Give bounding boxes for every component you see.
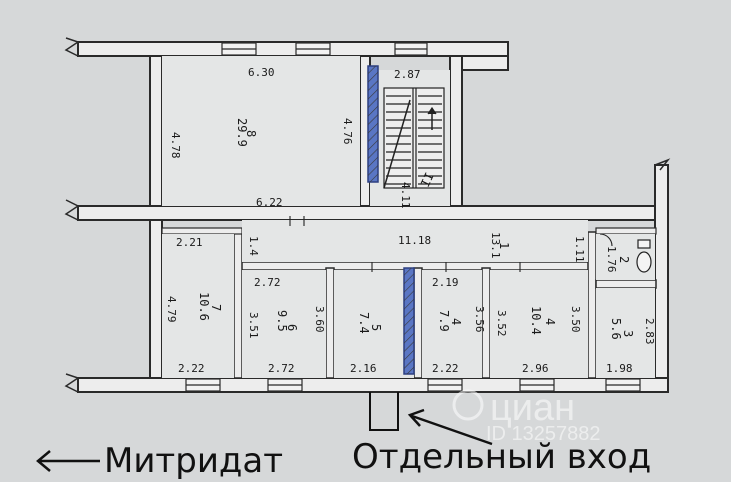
- room-5-labels: 5 7.4 2.16: [350, 312, 383, 375]
- room-4a-bottom: 2.22: [432, 362, 459, 375]
- room-4a-labels: 2.19 2.22 3.56 4 7.9: [432, 276, 486, 375]
- room-7-area: 10.6: [197, 292, 211, 321]
- room-3-bottom: 1.98: [606, 362, 633, 375]
- entrance-door: [369, 392, 399, 431]
- room-4a-right: 3.56: [473, 306, 486, 333]
- big-room-depth-right: 4.76: [341, 118, 354, 145]
- watermark-brand: циан: [490, 387, 575, 429]
- big-room-width: 6.30: [248, 66, 275, 79]
- room-6-number: 6: [285, 324, 299, 331]
- room-4b-number: 4: [543, 318, 557, 325]
- corridor-number: 1: [497, 242, 511, 249]
- stair-label: 4.11: [399, 182, 412, 209]
- room-2-area: 1.76: [605, 246, 618, 273]
- room-3-area: 5.6: [609, 318, 623, 340]
- big-room-area: 29.9: [235, 118, 249, 147]
- room-6-labels: 2.72 2.72 3.51 3.60 6 9.5: [247, 276, 326, 375]
- stair-labels: 2.87 4.11 II: [394, 68, 437, 209]
- room-7-labels: 2.21 2.22 4.79 7 10.6: [165, 236, 223, 375]
- street-arrow: [36, 450, 100, 472]
- room-4b-left: 3.52: [495, 310, 508, 337]
- room-4a-top: 2.19: [432, 276, 459, 289]
- street-caption: Митридат: [104, 441, 284, 481]
- room-4a-area: 7.9: [437, 310, 451, 332]
- room-2-number: 2: [617, 256, 631, 263]
- room-7-top: 2.21: [176, 236, 203, 249]
- new-partitions: [367, 65, 415, 375]
- corridor-area: 13.1: [489, 232, 502, 259]
- room-7-number: 7: [209, 304, 223, 311]
- corridor-length: 11.18: [398, 234, 431, 247]
- watermark-id: ID 13257882: [486, 423, 601, 445]
- big-room-number: 8: [244, 130, 258, 137]
- room-6-right: 3.60: [313, 306, 326, 333]
- room-4b-area: 10.4: [529, 306, 543, 335]
- room-3-labels: 1.98 2.83 3 5.6: [606, 318, 656, 375]
- corridor-left-width: 1.4: [247, 236, 260, 256]
- room-3-number: 3: [621, 330, 635, 337]
- room-4b-bottom: 2.96: [522, 362, 549, 375]
- big-room-bottom-width: 6.22: [256, 196, 283, 209]
- windows: [185, 42, 641, 392]
- corridor-labels: 11.18 1 13.1 1.4 1.11: [247, 232, 586, 263]
- big-room-depth-left: 4.78: [169, 132, 182, 159]
- stair-width: 2.87: [394, 68, 421, 81]
- room-5-bottom: 2.16: [350, 362, 377, 375]
- room-2-labels: 2 1.76: [605, 246, 631, 273]
- room-3-side: 2.83: [643, 318, 656, 345]
- room-6-left: 3.51: [247, 312, 260, 339]
- room-6-area: 9.5: [275, 310, 289, 332]
- toilet-icon: [636, 239, 652, 273]
- room-5-area: 7.4: [357, 312, 371, 334]
- room-4b-right: 3.50: [569, 306, 582, 333]
- room-5-number: 5: [369, 324, 383, 331]
- entrance-caption: Отдельный вход: [352, 437, 652, 477]
- room-4a-number: 4: [449, 318, 463, 325]
- corridor-right-width: 1.11: [573, 236, 586, 263]
- doors: [289, 216, 613, 272]
- entrance-arrow: [407, 408, 493, 446]
- room-6-top: 2.72: [254, 276, 281, 289]
- room-6-bottom: 2.72: [268, 362, 295, 375]
- stair-number: II: [418, 170, 437, 189]
- staircase: [383, 87, 445, 189]
- watermark: циан ID 13257882: [452, 387, 601, 445]
- room-4b-labels: 2.96 3.52 3.50 4 10.4: [495, 306, 582, 375]
- big-room-labels: 6.30 6.22 8 29.9 4.78 4.76: [169, 66, 354, 209]
- room-7-side: 4.79: [165, 296, 178, 323]
- room-7-bottom: 2.22: [178, 362, 205, 375]
- arrows: [36, 408, 493, 472]
